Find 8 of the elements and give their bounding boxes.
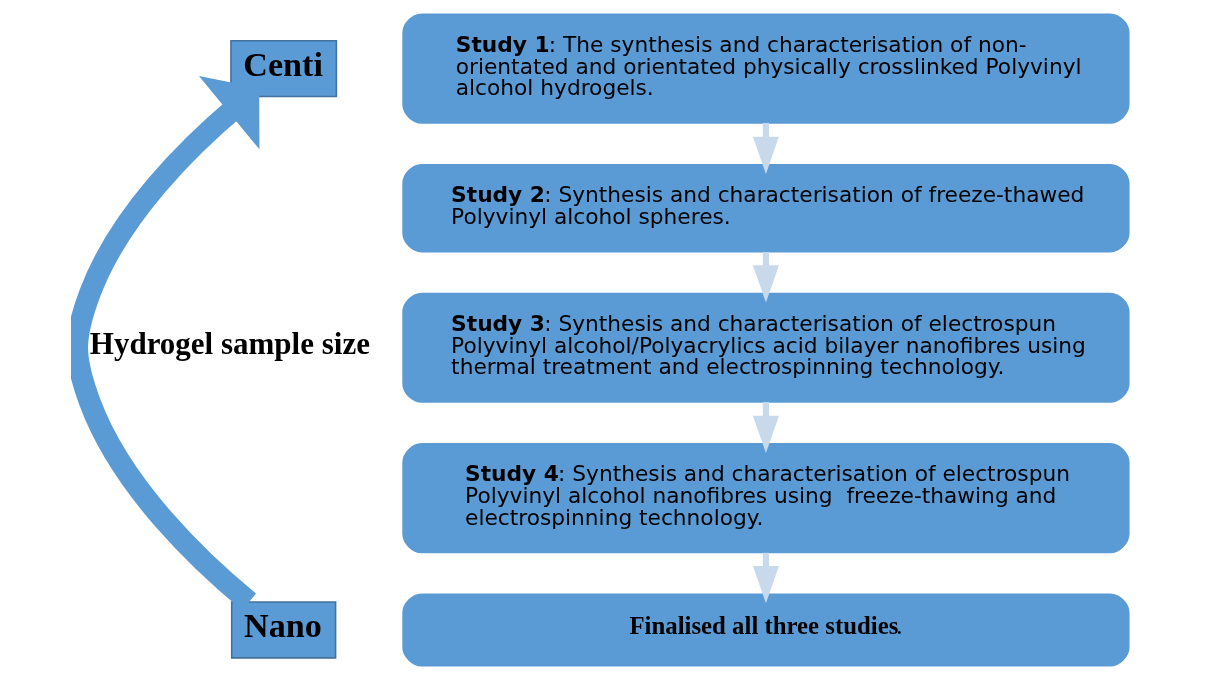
edge-label: Hydrogel sample size [89,325,370,361]
node-box: Study 2: Synthesis and characterisation of freeze-thawed Polyvinyl alcohol spheres. [402,164,1130,253]
node-box: Centi [230,39,338,98]
node-box: Study 1: The synthesis and characterisation of non-orientated and orientated physically crosslinked Polyvinyl alcohol hydrogels. [402,13,1130,124]
node-box: Nano [230,601,337,659]
node-box: Study 3: Synthesis and characterisation of electrospun Polyvinyl alcohol/Polyacrylics acid bilayer nanofibres using thermal treatment and electrospinning technology. [402,292,1130,403]
node-box: Finalised all three studies. [402,593,1130,667]
node-box: Study 4: Synthesis and characterisation of electrospun Polyvinyl alcohol nanofibres using freeze-thawing and electrospinning technology. [402,443,1130,554]
